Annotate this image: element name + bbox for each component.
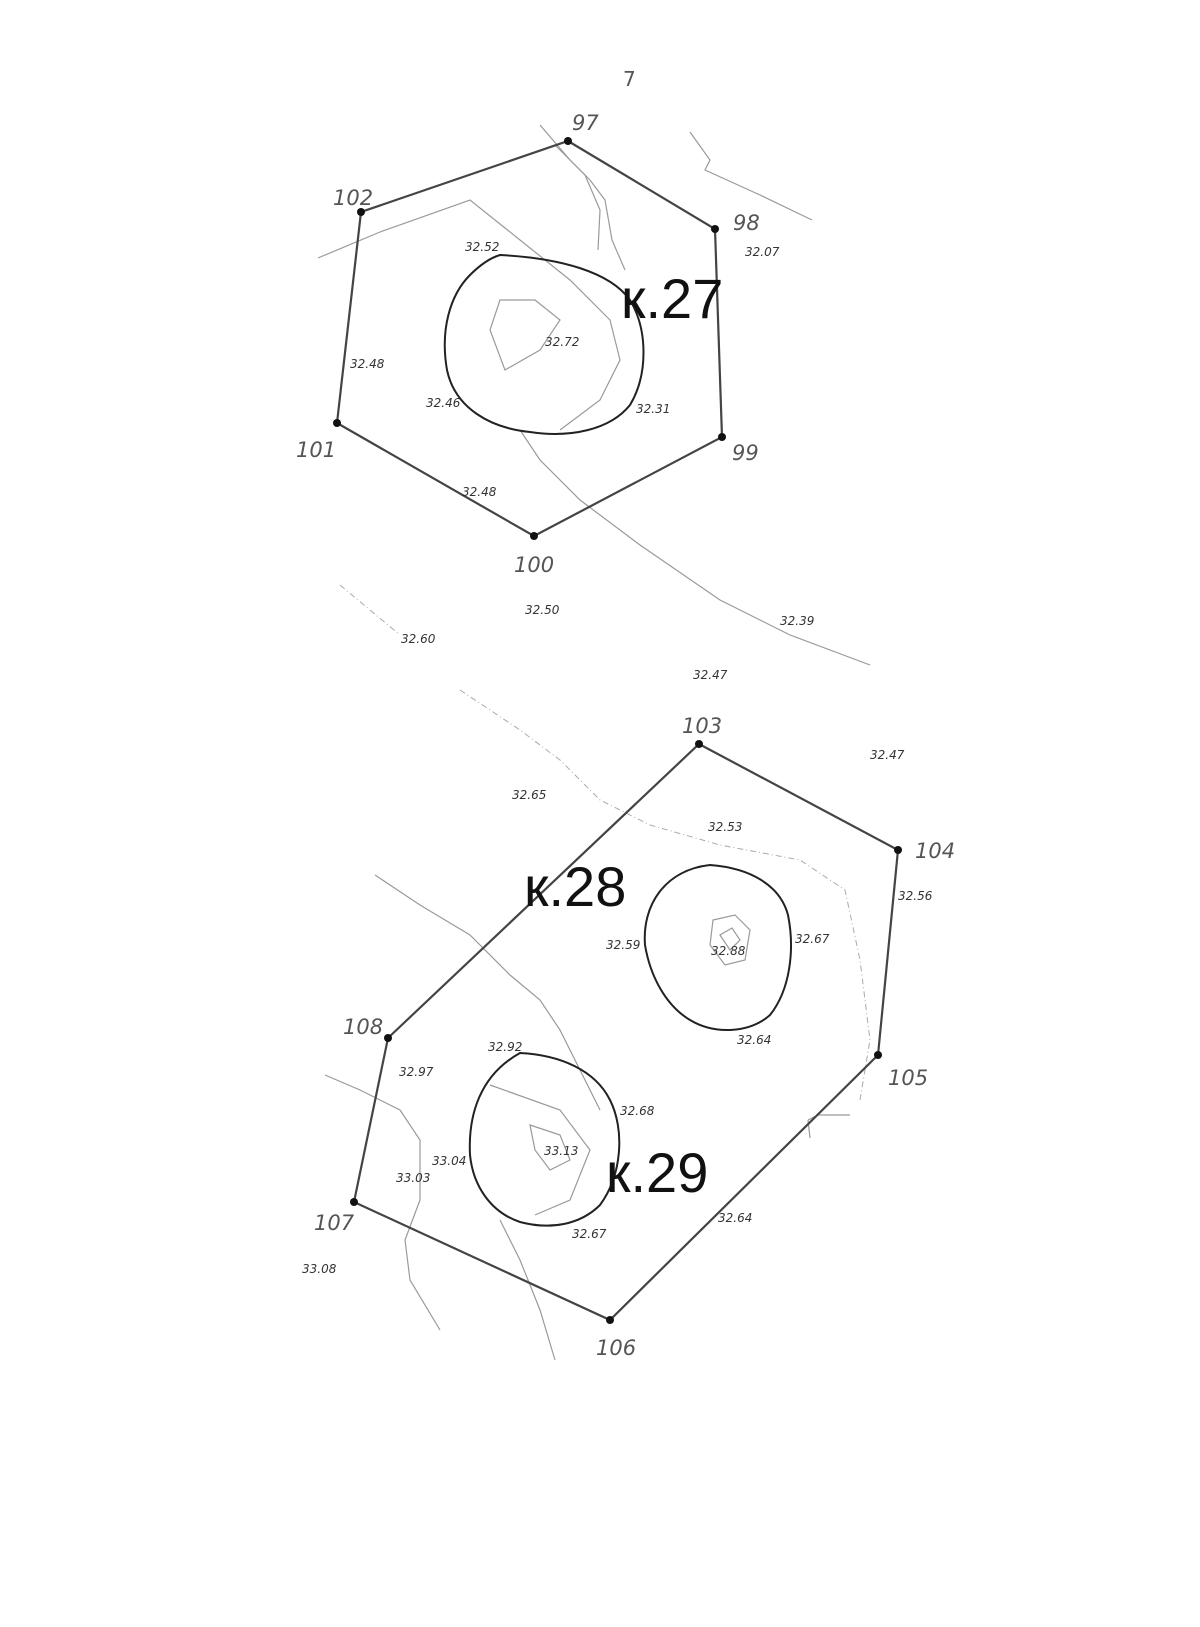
elevation-label: 32.53 bbox=[708, 820, 742, 834]
point-label-102: 102 bbox=[333, 186, 373, 210]
elevation-label: 32.97 bbox=[399, 1065, 434, 1079]
terrain-lines bbox=[317, 124, 871, 1361]
point-label-100: 100 bbox=[514, 553, 554, 577]
point-labels: 97 98 99 100 101 102 103 104 105 106 107… bbox=[296, 111, 955, 1360]
point-label-104: 104 bbox=[915, 839, 955, 863]
mound-27-outline bbox=[443, 253, 645, 435]
kurgan-label-28: к.28 bbox=[524, 855, 626, 918]
elevation-label: 32.72 bbox=[545, 335, 579, 349]
elevation-label: 33.03 bbox=[396, 1171, 430, 1185]
elevation-label: 32.48 bbox=[350, 357, 385, 371]
boundary-vertices bbox=[333, 137, 902, 1324]
page-number: 7 bbox=[623, 67, 636, 91]
elevation-label: 32.64 bbox=[718, 1211, 752, 1225]
elevation-label: 32.07 bbox=[745, 245, 780, 259]
boundary-kurgan-27 bbox=[335, 139, 724, 538]
mound-29-outline bbox=[468, 1051, 621, 1227]
kurgan-label-27: к.27 bbox=[621, 267, 723, 330]
elevation-label: 32.88 bbox=[711, 944, 746, 958]
elevation-label: 33.04 bbox=[432, 1154, 466, 1168]
point-label-105: 105 bbox=[888, 1066, 928, 1090]
elevation-label: 32.52 bbox=[465, 240, 499, 254]
point-label-108: 108 bbox=[343, 1015, 383, 1039]
elevation-label: 32.39 bbox=[780, 614, 814, 628]
elevation-label: 32.65 bbox=[512, 788, 546, 802]
elevation-label: 32.67 bbox=[795, 932, 830, 946]
elevation-label: 32.47 bbox=[870, 748, 905, 762]
elevation-label: 32.50 bbox=[525, 603, 560, 617]
boundary-kurgans-28-29 bbox=[352, 742, 900, 1322]
point-label-107: 107 bbox=[314, 1211, 355, 1235]
elevation-label: 32.67 bbox=[572, 1227, 607, 1241]
point-label-103: 103 bbox=[682, 714, 722, 738]
elevation-label: 32.64 bbox=[737, 1033, 771, 1047]
point-label-98: 98 bbox=[733, 211, 760, 235]
elevation-label: 32.68 bbox=[620, 1104, 655, 1118]
elevation-label: 32.92 bbox=[488, 1040, 522, 1054]
elevation-label: 32.48 bbox=[462, 485, 497, 499]
elevation-label: 32.59 bbox=[606, 938, 640, 952]
elevation-marks: 32.07 32.52 32.72 32.48 32.46 32.31 32.4… bbox=[302, 240, 933, 1276]
elevation-label: 33.13 bbox=[544, 1144, 578, 1158]
elevation-label: 32.46 bbox=[426, 396, 461, 410]
elevation-label: 32.31 bbox=[636, 402, 670, 416]
point-label-106: 106 bbox=[596, 1336, 636, 1360]
point-label-101: 101 bbox=[296, 438, 336, 462]
elevation-label: 32.47 bbox=[693, 668, 728, 682]
point-label-97: 97 bbox=[572, 111, 599, 135]
elevation-label: 33.08 bbox=[302, 1262, 337, 1276]
mound-28-outline bbox=[643, 863, 792, 1031]
point-label-99: 99 bbox=[732, 441, 759, 465]
elevation-label: 32.60 bbox=[401, 632, 436, 646]
kurgan-label-29: к.29 bbox=[606, 1141, 708, 1204]
elevation-label: 32.56 bbox=[898, 889, 933, 903]
